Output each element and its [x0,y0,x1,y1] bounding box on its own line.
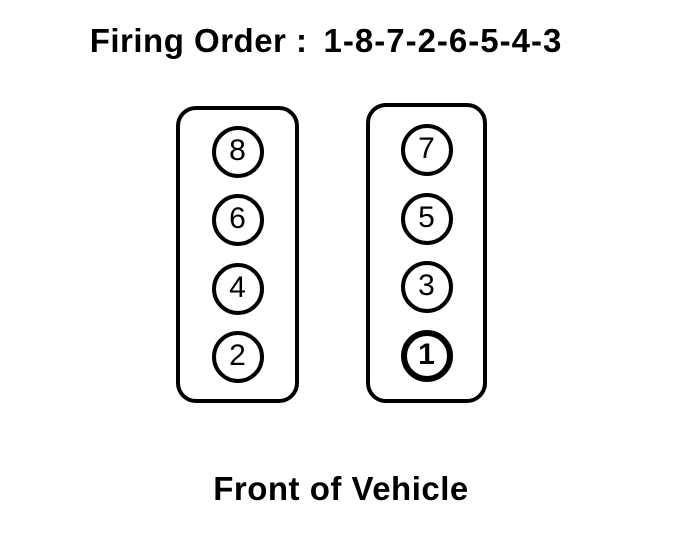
firing-order-sequence: 1-8-7-2-6-5-4-3 [323,22,563,59]
cylinder-bank-right: 7 5 3 1 [366,103,487,403]
cylinder-1: 1 [400,330,453,383]
cylinder-8: 8 [211,126,264,179]
firing-order-label: Firing Order : [89,22,308,59]
cylinder-2: 2 [211,330,264,383]
front-of-vehicle-label: Front of Vehicle [213,470,469,507]
cylinder-6: 6 [211,194,264,247]
cylinder-7: 7 [400,123,453,176]
page-title: Firing Order : 1-8-7-2-6-5-4-3 [0,22,652,60]
cylinder-5: 5 [400,192,453,245]
cylinder-4: 4 [211,262,264,315]
cylinder-bank-left: 8 6 4 2 [176,106,299,403]
cylinder-3: 3 [400,261,453,314]
